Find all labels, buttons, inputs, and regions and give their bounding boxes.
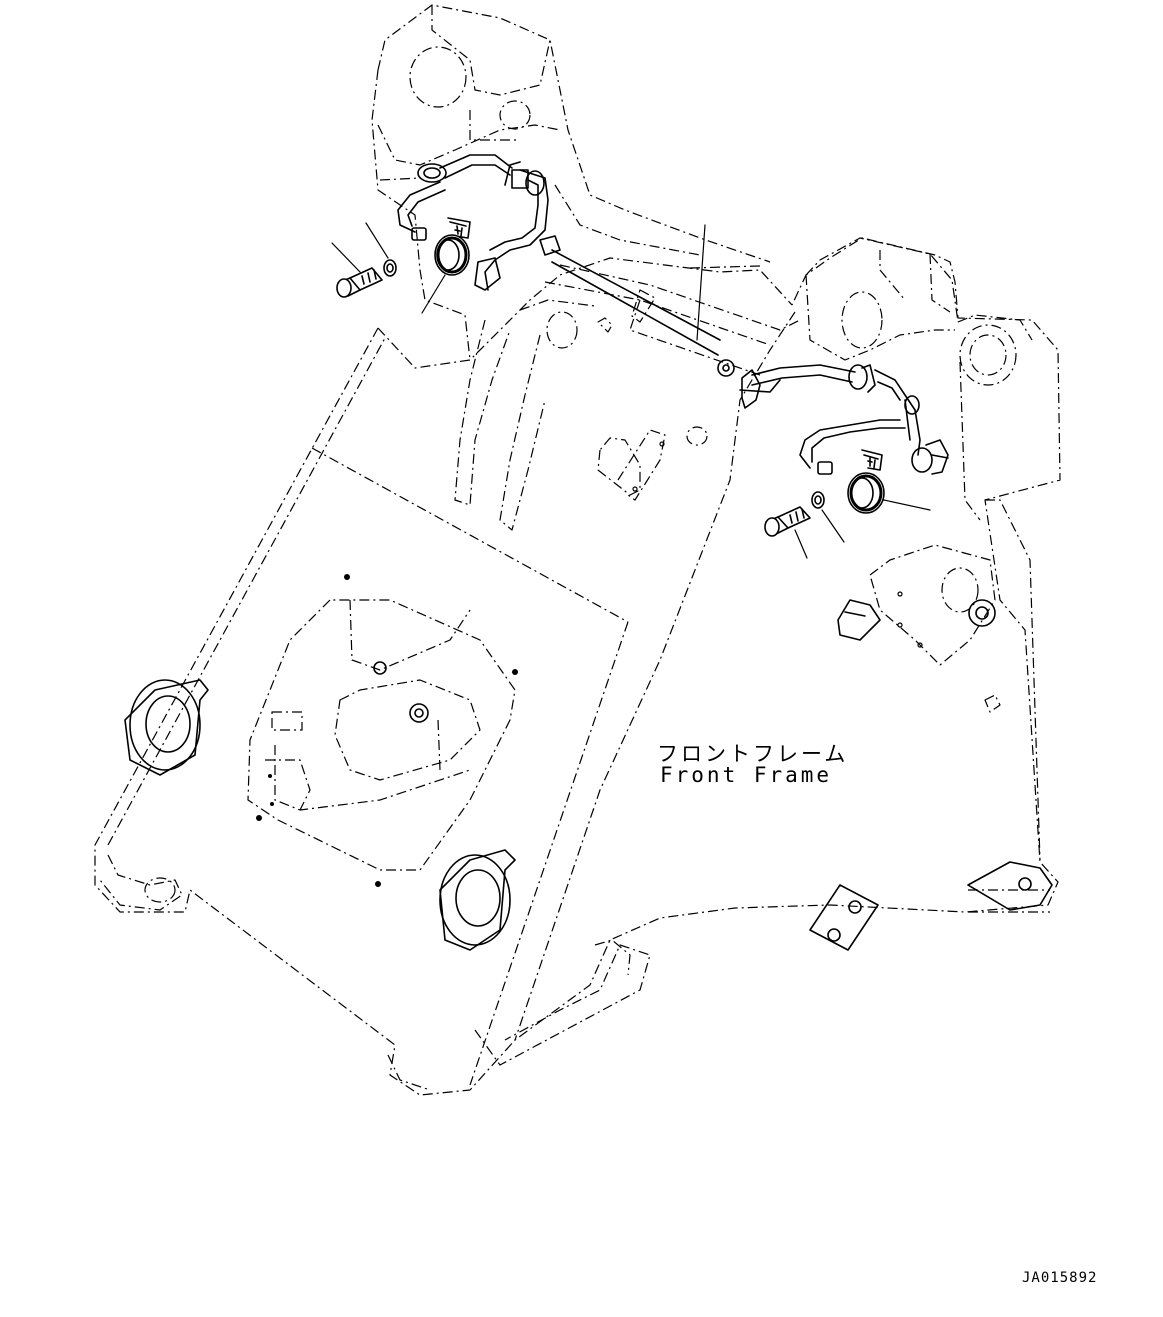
left-arms [454, 299, 596, 531]
drawing-number: JA015892 [1022, 1270, 1098, 1286]
right-connector [847, 449, 885, 514]
mounting-plate [809, 861, 1053, 951]
left-foot [99, 854, 431, 1091]
leader-lines [331, 222, 931, 559]
frame-label-japanese: フロントフレーム [657, 742, 849, 766]
left-boss [124, 679, 209, 776]
left-connector [434, 217, 471, 276]
left-tower [371, 4, 771, 361]
center-bracket [597, 429, 666, 501]
right-bolt [764, 491, 825, 537]
cross-member [544, 264, 801, 446]
right-tower [805, 237, 1033, 521]
right-harness [739, 364, 949, 475]
left-bolt [336, 259, 397, 298]
access-cover [247, 574, 518, 887]
left-harness [397, 154, 735, 377]
front-frame-outline [94, 237, 1061, 1096]
bottom-boss [439, 849, 516, 951]
frame-label-english: Front Frame [660, 763, 833, 787]
right-bracket [837, 544, 1001, 713]
